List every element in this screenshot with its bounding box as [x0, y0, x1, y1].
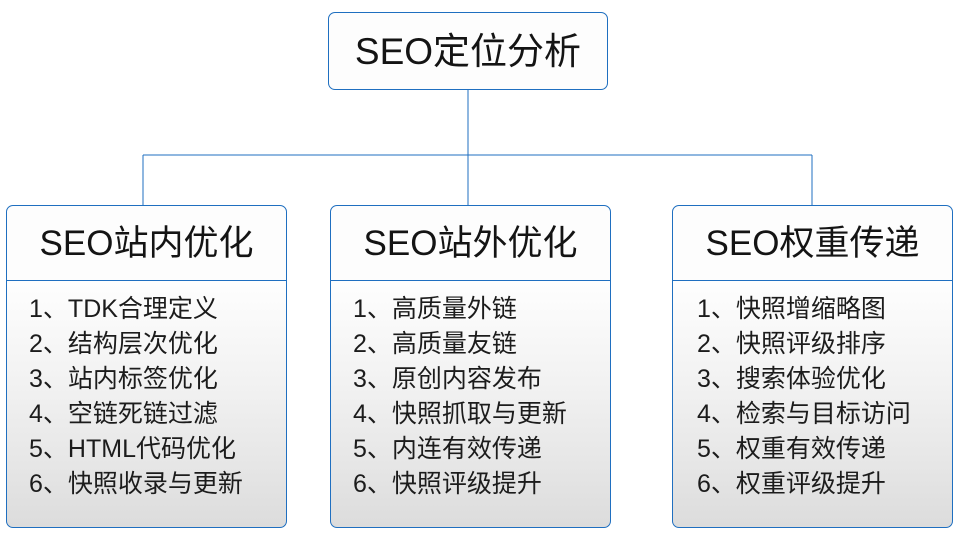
list-item-text: 原创内容发布: [391, 365, 542, 393]
list-item-text: TDK合理定义: [67, 295, 218, 323]
list-item-separator: 、: [710, 365, 736, 393]
branch-header-label-3: SEO权重传递: [705, 223, 920, 263]
list-item-separator: 、: [42, 330, 68, 358]
list-item-separator: 、: [42, 470, 68, 498]
list-item: 3 、 搜索体验优化: [673, 362, 952, 397]
list-item: 1 、 TDK合理定义: [7, 292, 286, 327]
list-item: 6 、 快照收录与更新: [7, 467, 286, 502]
branch-list-2: 1 、 高质量外链 2 、 高质量友链 3 、 原创内容发布 4 、 快照抓取与…: [330, 281, 611, 528]
list-item-number: 1: [697, 295, 711, 323]
list-item-separator: 、: [366, 400, 392, 428]
list-item: 2 、 高质量友链: [331, 327, 610, 362]
list-item-number: 1: [29, 295, 43, 323]
list-item: 2 、 结构层次优化: [7, 327, 286, 362]
root-node[interactable]: SEO定位分析: [328, 12, 608, 90]
list-item: 5 、 内连有效传递: [331, 432, 610, 467]
list-item: 6 、 快照评级提升: [331, 467, 610, 502]
list-item-number: 2: [29, 330, 43, 358]
list-item-text: 站内标签优化: [67, 365, 218, 393]
list-item-text: 检索与目标访问: [735, 400, 911, 428]
list-item-text: 高质量外链: [391, 295, 517, 323]
list-item-separator: 、: [366, 365, 392, 393]
list-item-number: 2: [353, 330, 367, 358]
list-item-text: 快照增缩略图: [735, 295, 886, 323]
list-item: 5 、 HTML代码优化: [7, 432, 286, 467]
branch-list-3: 1 、 快照增缩略图 2 、 快照评级排序 3 、 搜索体验优化 4 、 检索与…: [672, 281, 953, 528]
list-item: 3 、 原创内容发布: [331, 362, 610, 397]
list-item-number: 2: [697, 330, 711, 358]
list-item-text: 快照评级提升: [391, 470, 542, 498]
branch-header-1[interactable]: SEO站内优化: [6, 205, 287, 281]
list-item: 4 、 空链死链过滤: [7, 397, 286, 432]
list-item-separator: 、: [710, 295, 736, 323]
list-item-number: 6: [353, 470, 367, 498]
branch-list-1: 1 、 TDK合理定义 2 、 结构层次优化 3 、 站内标签优化 4 、 空链…: [6, 281, 287, 528]
list-item-text: HTML代码优化: [67, 435, 236, 463]
list-item-separator: 、: [42, 365, 68, 393]
list-item-text: 空链死链过滤: [67, 400, 218, 428]
list-item-separator: 、: [42, 400, 68, 428]
list-item-number: 4: [353, 400, 367, 428]
list-item-text: 权重有效传递: [735, 435, 886, 463]
list-item-separator: 、: [366, 435, 392, 463]
list-item: 1 、 高质量外链: [331, 292, 610, 327]
list-item: 1 、 快照增缩略图: [673, 292, 952, 327]
list-item-separator: 、: [710, 330, 736, 358]
list-item-text: 搜索体验优化: [735, 365, 886, 393]
root-node-title: SEO定位分析: [354, 30, 582, 72]
list-item-number: 5: [353, 435, 367, 463]
list-item-number: 3: [353, 365, 367, 393]
list-item-number: 3: [697, 365, 711, 393]
list-item-number: 6: [697, 470, 711, 498]
list-item-separator: 、: [710, 470, 736, 498]
list-item-separator: 、: [42, 295, 68, 323]
branch-header-2[interactable]: SEO站外优化: [330, 205, 611, 281]
list-item: 4 、 检索与目标访问: [673, 397, 952, 432]
list-item-text: 结构层次优化: [67, 330, 218, 358]
list-item-number: 5: [697, 435, 711, 463]
branch-column-2: SEO站外优化 1 、 高质量外链 2 、 高质量友链 3 、 原创内容发布 4…: [330, 205, 611, 528]
list-item-separator: 、: [710, 435, 736, 463]
list-item: 6 、 权重评级提升: [673, 467, 952, 502]
list-item-text: 高质量友链: [391, 330, 517, 358]
list-item-separator: 、: [366, 330, 392, 358]
list-item-separator: 、: [710, 400, 736, 428]
list-item-number: 1: [353, 295, 367, 323]
list-item: 4 、 快照抓取与更新: [331, 397, 610, 432]
list-item-number: 4: [29, 400, 43, 428]
list-item-text: 权重评级提升: [735, 470, 886, 498]
list-item: 3 、 站内标签优化: [7, 362, 286, 397]
list-item-separator: 、: [366, 470, 392, 498]
branch-column-3: SEO权重传递 1 、 快照增缩略图 2 、 快照评级排序 3 、 搜索体验优化…: [672, 205, 953, 528]
list-item-number: 3: [29, 365, 43, 393]
branch-header-label-1: SEO站内优化: [39, 223, 254, 263]
list-item-text: 快照评级排序: [735, 330, 886, 358]
list-item-number: 4: [697, 400, 711, 428]
list-item: 5 、 权重有效传递: [673, 432, 952, 467]
list-item-text: 快照收录与更新: [67, 470, 243, 498]
branch-column-1: SEO站内优化 1 、 TDK合理定义 2 、 结构层次优化 3 、 站内标签优…: [6, 205, 287, 528]
branch-header-label-2: SEO站外优化: [363, 223, 578, 263]
list-item-text: 快照抓取与更新: [391, 400, 567, 428]
list-item: 2 、 快照评级排序: [673, 327, 952, 362]
branch-header-3[interactable]: SEO权重传递: [672, 205, 953, 281]
list-item-number: 6: [29, 470, 43, 498]
list-item-text: 内连有效传递: [391, 435, 542, 463]
list-item-number: 5: [29, 435, 43, 463]
list-item-separator: 、: [366, 295, 392, 323]
list-item-separator: 、: [42, 435, 68, 463]
